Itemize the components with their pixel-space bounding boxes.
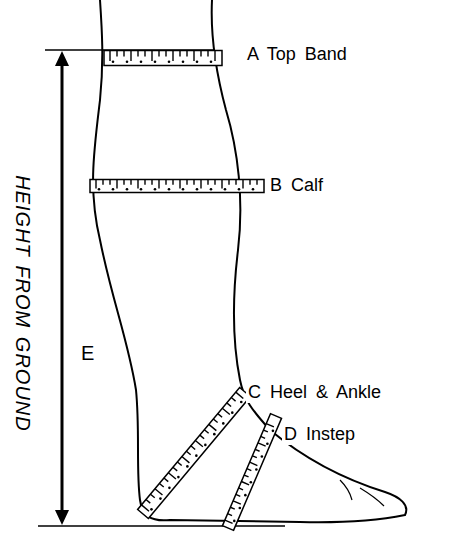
dimension-label: E — [79, 342, 96, 365]
measure-label: A Top Band — [245, 44, 349, 65]
axis-label: HEIGHT FROM GROUND — [11, 173, 34, 433]
tape-marks — [141, 392, 243, 511]
measure-label: D Instep — [282, 424, 357, 445]
tape-band — [90, 180, 264, 193]
toe-lines — [340, 480, 384, 506]
tape-band — [104, 51, 222, 66]
leg-outline — [93, 0, 406, 522]
height-arrow — [61, 58, 64, 518]
tape-marks — [96, 180, 257, 191]
measuring-tapes — [90, 51, 282, 531]
measure-label: B Calf — [268, 175, 325, 196]
arrow-head — [55, 51, 69, 66]
measure-label: C Heel & Ankle — [246, 382, 383, 403]
arrow-head — [55, 510, 69, 525]
ground-line — [38, 525, 285, 527]
tape-band — [222, 414, 281, 531]
tape-marks — [225, 424, 274, 524]
tape-marks — [110, 51, 215, 64]
